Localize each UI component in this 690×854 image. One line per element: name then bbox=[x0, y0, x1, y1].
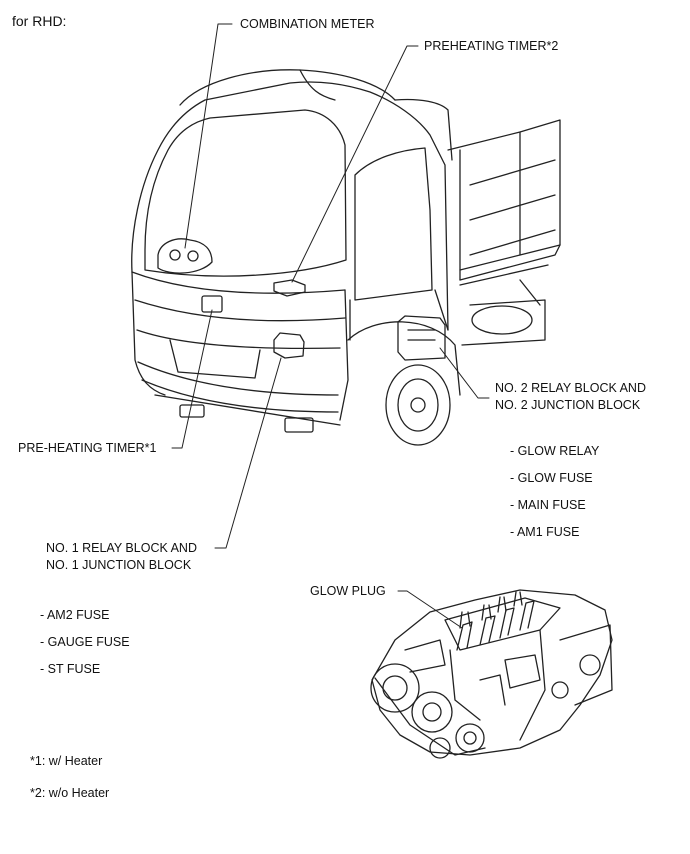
relay-block-2-item: - GLOW FUSE bbox=[510, 471, 593, 485]
pre-heating-timer-1-label: PRE-HEATING TIMER*1 bbox=[18, 441, 157, 455]
footnote: *1: w/ Heater bbox=[30, 754, 103, 768]
relay-block-2-line2: NO. 2 JUNCTION BLOCK bbox=[495, 398, 641, 412]
relay-block-2-label: NO. 2 RELAY BLOCK AND NO. 2 JUNCTION BLO… bbox=[495, 381, 646, 413]
relay-block-1-line2: NO. 1 JUNCTION BLOCK bbox=[46, 558, 192, 572]
engine-illustration bbox=[370, 589, 613, 759]
relay-block-1-item: - GAUGE FUSE bbox=[40, 635, 130, 649]
relay-block-2-item: - AM1 FUSE bbox=[510, 525, 580, 539]
relay-block-1-item: - ST FUSE bbox=[40, 662, 101, 676]
relay-block-1-label: NO. 1 RELAY BLOCK AND NO. 1 JUNCTION BLO… bbox=[46, 541, 197, 573]
relay-block-1-item: - AM2 FUSE bbox=[40, 608, 110, 622]
combination-meter-label: COMBINATION METER bbox=[240, 17, 375, 31]
relay-block-1-line1: NO. 1 RELAY BLOCK AND bbox=[46, 541, 197, 555]
footnote: *2: w/o Heater bbox=[30, 786, 110, 800]
relay-block-2-item: - MAIN FUSE bbox=[510, 498, 586, 512]
page-title: for RHD: bbox=[12, 13, 67, 29]
preheating-timer-2-label: PREHEATING TIMER*2 bbox=[424, 39, 559, 53]
relay-block-2-line1: NO. 2 RELAY BLOCK AND bbox=[495, 381, 646, 395]
leader-lines bbox=[171, 23, 490, 629]
relay-block-2-item: - GLOW RELAY bbox=[510, 444, 600, 458]
truck-illustration bbox=[131, 69, 561, 446]
glow-plug-label: GLOW PLUG bbox=[310, 584, 386, 598]
